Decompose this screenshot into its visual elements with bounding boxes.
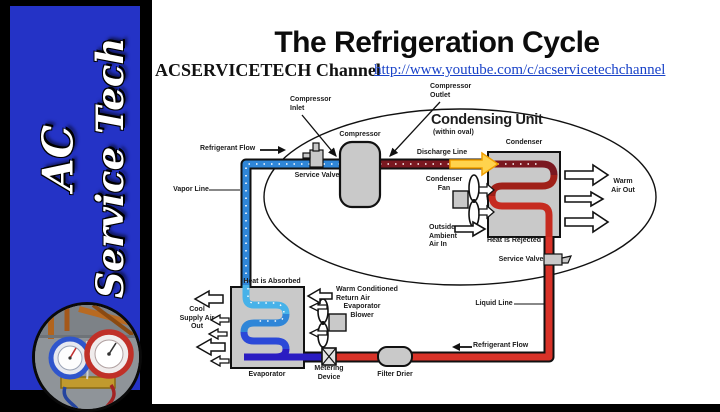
fan-air-arrow-bottom [478, 204, 495, 220]
label-filter-drier: Filter Drier [377, 371, 413, 378]
label-within-oval: (within oval) [433, 129, 474, 136]
label-evaporator: Evaporator [248, 371, 286, 378]
cool-air-arrow-2 [209, 313, 230, 327]
refrigeration-cycle-diagram [193, 101, 657, 369]
label-condenser-fan: Condenser Fan [425, 176, 463, 192]
metering-device-icon [321, 347, 337, 366]
gauges-photo [32, 302, 142, 412]
brand-sidebar: AC Service Tech [6, 2, 144, 412]
brand-text-service-tech: Service Tech [88, 37, 132, 299]
warm-air-arrow-3 [564, 210, 610, 234]
return-air-arrow-2 [308, 301, 328, 313]
label-liquid-line: Liquid Line [475, 300, 513, 307]
label-discharge-line: Discharge Line [416, 149, 468, 156]
condenser-coil-cool [488, 195, 553, 240]
label-heat-is-absorbed: Heat is Absorbed [243, 278, 301, 285]
vapor-line-outline [240, 158, 340, 287]
label-service-valve-left: Service Valve [294, 172, 340, 179]
condenser-fan-icon [452, 174, 480, 228]
return-air-arrow-1 [306, 287, 333, 305]
evaporator-coil-mid [240, 313, 290, 333]
compressor-inlet-leader [301, 114, 337, 158]
label-refrigerant-flow-top: Refrigerant Flow [200, 145, 256, 152]
return-air-arrow-3 [308, 327, 328, 339]
service-valve-right-icon [543, 253, 573, 266]
label-warm-air-out: Warm Air Out [611, 178, 635, 194]
label-compressor-inlet: Compressor Inlet [290, 96, 332, 112]
label-condenser: Condenser [505, 139, 543, 146]
warm-air-arrow-2 [564, 190, 605, 208]
label-compressor-outlet: Compressor Outlet [430, 83, 472, 99]
label-warm-conditioned-return-air: Warm Conditioned Return Air [336, 286, 398, 302]
channel-name: ACSERVICETECH Channel [155, 60, 381, 80]
evaporator-coil-top [242, 285, 290, 315]
channel-url-link[interactable]: http://www.youtube.com/c/acservicetechch… [374, 62, 666, 78]
evaporator-coil-dots [247, 288, 285, 322]
label-heat-is-rejected: Heat is Rejected [486, 237, 542, 244]
vapor-line-dots [245, 163, 340, 287]
refrigerant-flow-arrow-bottom [452, 343, 472, 351]
label-evaporator-blower: Evaporator Blower [343, 303, 381, 319]
slide-title: The Refrigeration Cycle [274, 26, 600, 59]
compressor-body [338, 140, 382, 209]
gauges-photo-art [35, 305, 139, 409]
condensing-unit-oval [263, 108, 657, 286]
ambient-air-arrow [454, 220, 487, 238]
compressor-outlet-leader [389, 101, 441, 157]
refrigerant-flow-arrow-top [260, 146, 286, 154]
warm-air-arrow-1 [564, 163, 610, 187]
label-outside-ambient-air-in: Outside Ambient Air In [429, 224, 457, 248]
evaporator-coil-bottom [244, 348, 324, 361]
hot-gas-arrow [449, 151, 500, 177]
evaporator-coil-lower [240, 331, 290, 350]
cool-air-arrow-4 [195, 337, 226, 357]
label-vapor-line: Vapor Line [173, 186, 209, 193]
label-condensing-unit: Condensing Unit [431, 112, 543, 128]
filter-drier-icon [377, 346, 413, 367]
label-cool-supply-air-out: Cool Supply Air Out [179, 306, 215, 330]
cool-air-arrow-5 [209, 354, 230, 368]
service-valve-left-icon [302, 142, 324, 168]
label-refrigerant-flow-bottom: Refrigerant Flow [473, 342, 529, 349]
brand-text-ac: AC [33, 124, 83, 192]
label-service-valve-right: Service Valve [498, 256, 544, 263]
label-compressor: Compressor [339, 131, 381, 138]
fan-air-arrow-top [478, 182, 495, 198]
cool-air-arrow-3 [207, 327, 228, 341]
cool-air-arrow-1 [193, 289, 224, 309]
vapor-line-pipe [242, 160, 340, 287]
label-metering-device: Metering Device [314, 365, 344, 381]
condenser-coil-hot [488, 160, 558, 176]
